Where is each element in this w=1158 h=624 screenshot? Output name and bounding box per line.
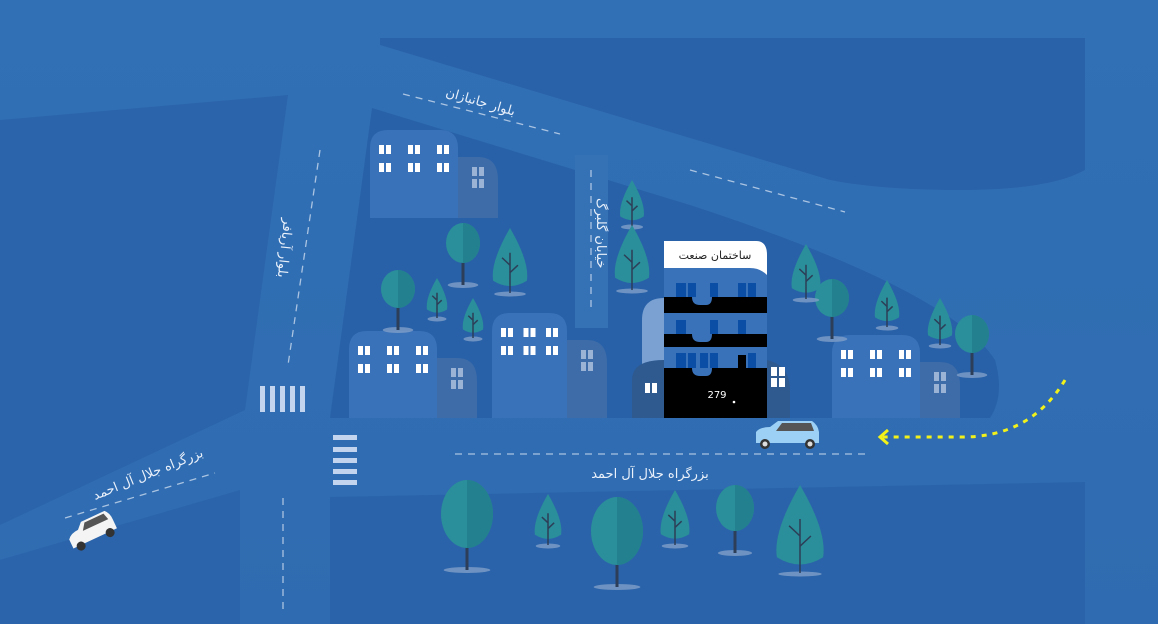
building-back xyxy=(458,157,498,218)
block-top-left xyxy=(0,95,288,525)
crosswalk-vertical xyxy=(260,386,305,412)
lane-aryafar xyxy=(287,149,321,366)
building xyxy=(349,331,437,418)
block-bottom xyxy=(330,482,1085,624)
lane-highway-left xyxy=(64,472,216,519)
target-building-name: ساختمان صنعت xyxy=(679,249,752,262)
street-label-golbarg: خیابان گلبرگ xyxy=(593,198,610,268)
route-path xyxy=(882,379,1067,439)
route-arrow-icon xyxy=(877,428,889,446)
block-top-right xyxy=(380,38,1085,190)
trees xyxy=(381,180,989,590)
block-bottom-left xyxy=(0,490,240,624)
building-back xyxy=(567,340,607,418)
target-building[interactable]: ساختمان صنعت 279 xyxy=(632,241,790,418)
building-back xyxy=(920,362,960,418)
building xyxy=(370,130,458,218)
crosswalk-horizontal xyxy=(333,435,357,485)
building xyxy=(832,335,920,418)
buildings xyxy=(349,130,960,418)
building xyxy=(492,313,567,418)
street-label-highway: بزرگراه جلال آل احمد xyxy=(591,465,709,482)
building-back xyxy=(437,358,477,418)
street-label-aryafar: بلوار آریافر xyxy=(274,217,297,279)
car-icon-blue xyxy=(756,421,819,449)
lane-janbazan-2 xyxy=(689,169,846,213)
building-number: 279 xyxy=(707,390,726,401)
lane-janbazan-1 xyxy=(402,93,561,135)
car-icon-white xyxy=(69,510,117,551)
